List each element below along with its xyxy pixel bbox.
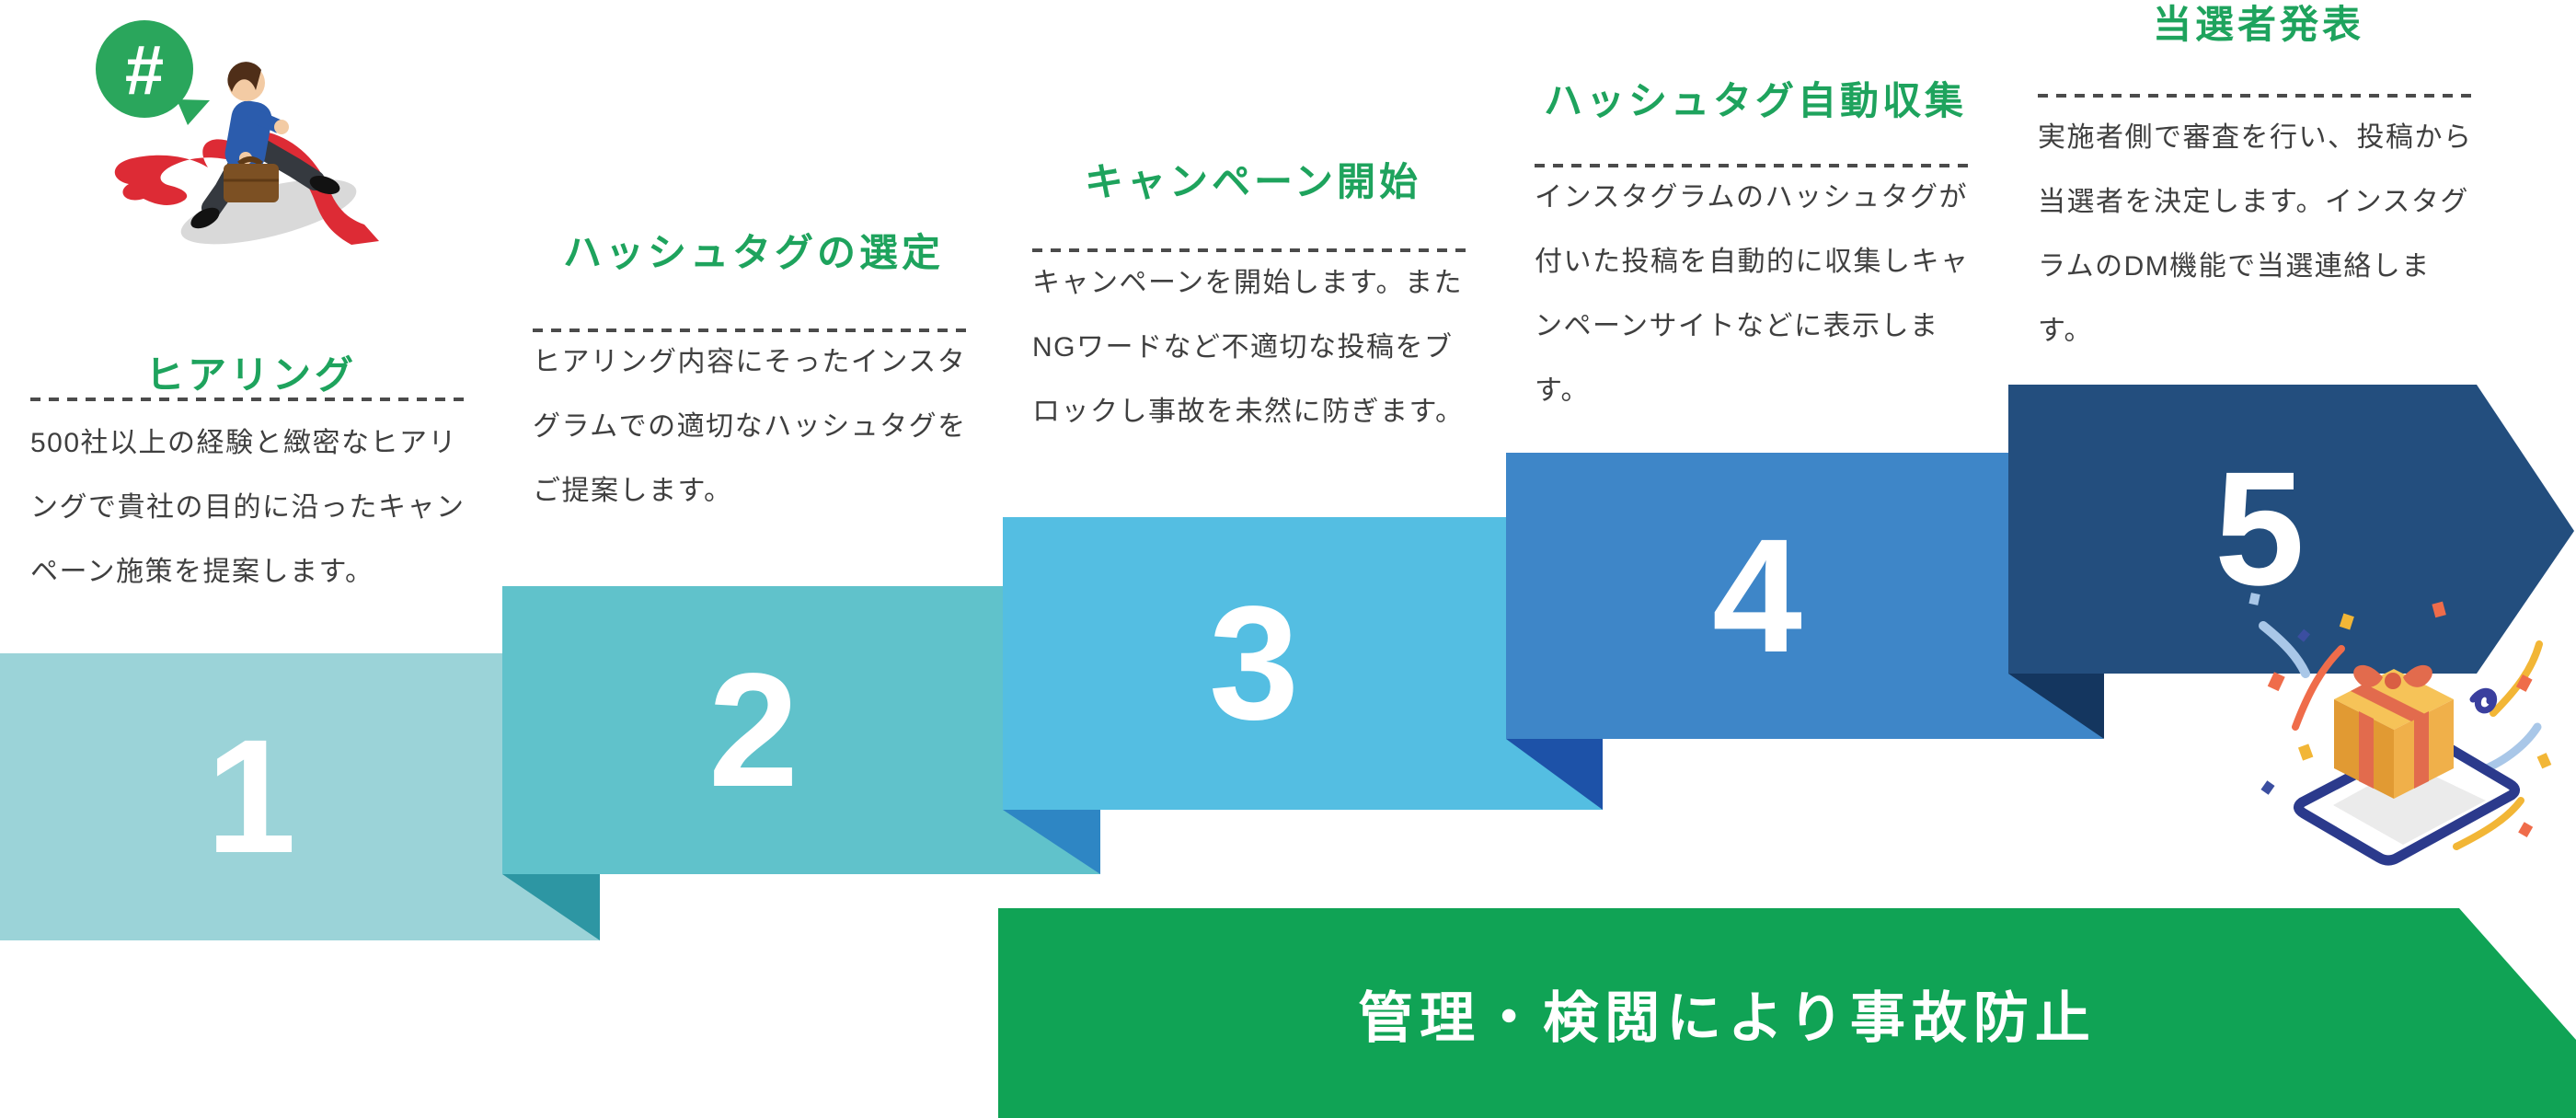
runner-illustration: #: [55, 9, 442, 322]
step-number-3: 3: [1209, 573, 1299, 754]
step-title-2: ハッシュタグの選定: [562, 231, 944, 274]
step-description-5: 実施者側で審査を行い、投稿から当選者を決定します。インスタグラムのDM機能で当選…: [2038, 122, 2473, 346]
hashtag-icon: #: [125, 31, 164, 109]
step-title-3: キャンペーン開始: [1085, 160, 1421, 203]
step-number-5: 5: [2214, 439, 2305, 619]
footer-label: 管理・検閲により事故防止: [1358, 986, 2097, 1049]
runner-front-shoe: [309, 175, 340, 195]
step-banner-3: 3: [1003, 517, 1603, 810]
step-banner-4: 4: [1506, 453, 2103, 739]
step-banner-5-arrow: 5: [2008, 385, 2574, 674]
step-description-1: 500社以上の経験と緻密なヒアリングで貴社の目的に沿ったキャンペーン施策を提案し…: [30, 428, 466, 587]
runner-shadow: [180, 179, 357, 245]
runner-svg: #: [96, 20, 379, 245]
gift-phone-illustration: [2245, 589, 2567, 874]
step-description-2: ヒアリング内容にそったインスタグラムでの適切なハッシュタグをご提案します。: [533, 347, 967, 506]
step-description-3: キャンペーンを開始します。またNGワードなど不適切な投稿をブロックし事故を未然に…: [1032, 268, 1465, 427]
dashed-divider-2: [533, 328, 974, 332]
runner-front-leg: [249, 137, 325, 190]
step-column-3: キャンペーン開始 キャンペーンを開始します。またNGワードなど不適切な投稿をブロ…: [1032, 0, 1474, 699]
runner-hair: [227, 62, 261, 92]
dashed-divider-1: [30, 398, 472, 401]
step-column-5: 当選者発表 実施者側で審査を行い、投稿から当選者を決定します。インスタグラムのD…: [2038, 0, 2479, 699]
gift-box-icon: [2334, 664, 2454, 799]
step-column-4: ハッシュタグ自動収集 インスタグラムのハッシュタグが付いた投稿を自動的に収集しキ…: [1535, 0, 1976, 699]
gift-svg: [2248, 593, 2552, 866]
dashed-divider-5: [2038, 94, 2479, 98]
step-banner-2: 2: [502, 586, 1100, 874]
runner-hand: [274, 120, 289, 134]
briefcase-icon: [224, 164, 279, 202]
hashtag-bubble: [96, 20, 193, 118]
dashed-divider-3: [1032, 248, 1474, 252]
step-title-1: ヒアリング: [144, 353, 357, 397]
runner-rear-shoe: [190, 207, 220, 229]
hashtag-bubble-tail: [177, 99, 210, 125]
step-title-4: ハッシュタグ自動収集: [1543, 79, 1967, 122]
step-number-4: 4: [1712, 505, 1802, 686]
step-column-2: ハッシュタグの選定 ヒアリング内容にそったインスタグラムでの適切なハッシュタグを…: [533, 0, 974, 699]
briefcase-handle: [237, 156, 263, 167]
step-number-1: 1: [206, 707, 296, 887]
step-description-4: インスタグラムのハッシュタグが付いた投稿を自動的に収集しキャンペーンサイトなどに…: [1535, 182, 1970, 406]
dashed-divider-4: [1535, 164, 1976, 167]
step-banner-1: 1: [0, 653, 600, 940]
step-column-1: ヒアリング 500社以上の経験と緻密なヒアリングで貴社の目的に沿ったキャンペーン…: [30, 0, 472, 699]
finish-ribbon-left: [114, 139, 243, 205]
step-number-2: 2: [708, 640, 799, 821]
footer-arrow-bar: 管理・検閲により事故防止: [998, 908, 2576, 1118]
step-title-5: 当選者発表: [2152, 3, 2364, 46]
